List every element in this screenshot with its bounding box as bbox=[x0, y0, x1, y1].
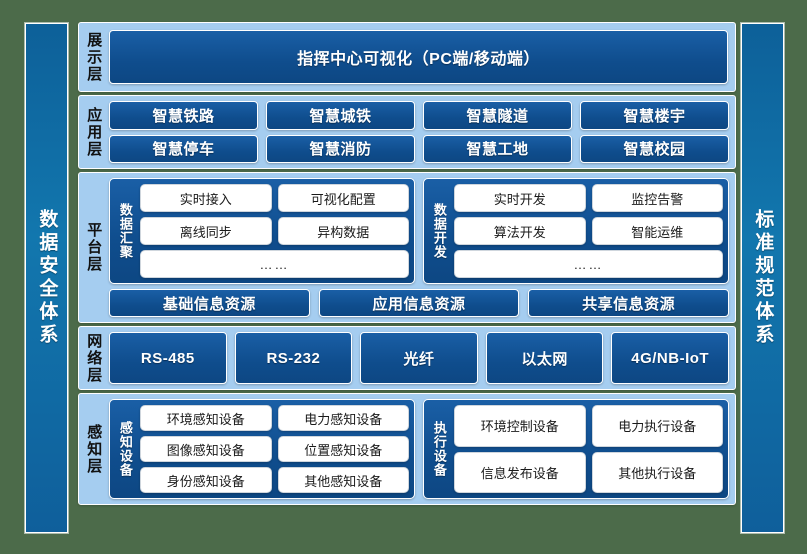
sensing-groups: 感知设备 环境感知设备 电力感知设备 图像感知设备 位置感知设备 bbox=[109, 399, 729, 499]
app-item-smart-building: 智慧楼宇 bbox=[580, 101, 729, 130]
app-item-smart-railway: 智慧铁路 bbox=[109, 101, 258, 130]
display-command-center-box: 指挥中心可视化（PC端/移动端） bbox=[109, 30, 728, 84]
layer-stack: 展示层 指挥中心可视化（PC端/移动端） 应用层 智慧铁路 智慧城铁 智慧隧道 … bbox=[78, 22, 736, 532]
network-item-rs232: RS-232 bbox=[234, 332, 353, 384]
network-item-optical-fiber: 光纤 bbox=[360, 332, 478, 384]
aggregation-row-1: 实时接入 可视化配置 bbox=[140, 184, 409, 212]
sensors-row-3: 身份感知设备 其他感知设备 bbox=[140, 467, 409, 493]
agg-item-heterogeneous-data: 异构数据 bbox=[277, 217, 409, 245]
layer-network-label: 网络层 bbox=[85, 332, 103, 384]
development-row-1: 实时开发 监控告警 bbox=[454, 184, 723, 212]
app-item-smart-tunnel: 智慧隧道 bbox=[423, 101, 572, 130]
left-pillar-label: 数据安全体系 bbox=[36, 209, 58, 347]
platform-resource-row: 基础信息资源 应用信息资源 共享信息资源 bbox=[109, 289, 730, 317]
actuator-item-information-release: 信息发布设备 bbox=[454, 451, 586, 493]
app-item-smart-firefighting: 智慧消防 bbox=[266, 134, 415, 163]
dev-item-intelligent-ops: 智能运维 bbox=[591, 217, 723, 245]
network-item-ethernet: 以太网 bbox=[485, 332, 604, 384]
sensor-item-environment: 环境感知设备 bbox=[140, 405, 272, 431]
platform-groups: 数据汇聚 实时接入 可视化配置 离线同步 异构数据 …… bbox=[109, 178, 729, 284]
actuator-item-power-execution: 电力执行设备 bbox=[591, 405, 723, 447]
left-pillar-data-security: 数据安全体系 bbox=[25, 23, 68, 533]
layer-application-label: 应用层 bbox=[85, 106, 103, 158]
right-pillar-label: 标准规范体系 bbox=[752, 209, 774, 347]
resource-item-shared-info: 共享信息资源 bbox=[528, 289, 730, 317]
sensor-item-identity: 身份感知设备 bbox=[140, 467, 272, 493]
platform-group-data-aggregation-label: 数据汇聚 bbox=[117, 203, 133, 259]
dev-item-monitoring-alarm: 监控告警 bbox=[591, 184, 723, 212]
actuators-row-2: 信息发布设备 其他执行设备 bbox=[454, 451, 723, 493]
app-item-smart-construction-site: 智慧工地 bbox=[423, 134, 572, 163]
layer-sensing-label: 感知层 bbox=[85, 423, 103, 475]
application-row-2: 智慧停车 智慧消防 智慧工地 智慧校园 bbox=[109, 134, 729, 163]
aggregation-row-2: 离线同步 异构数据 bbox=[140, 217, 409, 245]
app-item-smart-parking: 智慧停车 bbox=[109, 134, 258, 163]
resource-item-basic-info: 基础信息资源 bbox=[109, 289, 310, 317]
sensors-row-1: 环境感知设备 电力感知设备 bbox=[140, 405, 409, 431]
agg-item-offline-sync: 离线同步 bbox=[140, 217, 272, 245]
dev-item-realtime-development: 实时开发 bbox=[454, 184, 586, 212]
development-row-2: 算法开发 智能运维 bbox=[454, 217, 723, 245]
dev-item-ellipsis: …… bbox=[454, 250, 723, 278]
layer-display-label: 展示层 bbox=[85, 31, 103, 83]
sensing-group-actuators-label: 执行设备 bbox=[431, 421, 447, 477]
sensors-row-2: 图像感知设备 位置感知设备 bbox=[140, 436, 409, 462]
right-pillar-standards: 标准规范体系 bbox=[741, 23, 784, 533]
development-row-3: …… bbox=[454, 250, 723, 278]
layer-application: 应用层 智慧铁路 智慧城铁 智慧隧道 智慧楼宇 智慧停车 智慧消防 智慧工地 智… bbox=[78, 95, 736, 169]
sensor-item-position: 位置感知设备 bbox=[277, 436, 409, 462]
sensing-group-actuators: 执行设备 环境控制设备 电力执行设备 信息发布设备 其他执行设备 bbox=[423, 399, 729, 499]
agg-item-realtime-access: 实时接入 bbox=[140, 184, 272, 212]
actuator-item-other: 其他执行设备 bbox=[591, 451, 723, 493]
app-item-smart-metro: 智慧城铁 bbox=[266, 101, 415, 130]
agg-item-visual-config: 可视化配置 bbox=[277, 184, 409, 212]
actuator-item-environment-control: 环境控制设备 bbox=[454, 405, 586, 447]
sensing-group-sensors-label: 感知设备 bbox=[117, 421, 133, 477]
network-item-4g-nbiot: 4G/NB-IoT bbox=[611, 332, 729, 384]
app-item-smart-campus: 智慧校园 bbox=[580, 134, 729, 163]
network-items: RS-485 RS-232 光纤 以太网 4G/NB-IoT bbox=[109, 332, 729, 384]
layer-network: 网络层 RS-485 RS-232 光纤 以太网 4G/NB-IoT bbox=[78, 326, 736, 390]
platform-group-data-development-label: 数据开发 bbox=[431, 203, 447, 259]
layer-platform: 平台层 数据汇聚 实时接入 可视化配置 离线同步 异 bbox=[78, 172, 736, 323]
application-row-1: 智慧铁路 智慧城铁 智慧隧道 智慧楼宇 bbox=[109, 101, 729, 130]
aggregation-row-3: …… bbox=[140, 250, 409, 278]
resource-item-application-info: 应用信息资源 bbox=[318, 289, 520, 317]
dev-item-algorithm-development: 算法开发 bbox=[454, 217, 586, 245]
sensing-group-sensors: 感知设备 环境感知设备 电力感知设备 图像感知设备 位置感知设备 bbox=[109, 399, 415, 499]
layer-sensing: 感知层 感知设备 环境感知设备 电力感知设备 图像感知设备 bbox=[78, 393, 736, 505]
sensor-item-other: 其他感知设备 bbox=[277, 467, 409, 493]
layer-platform-label: 平台层 bbox=[85, 222, 103, 273]
actuators-row-1: 环境控制设备 电力执行设备 bbox=[454, 405, 723, 447]
network-item-rs485: RS-485 bbox=[109, 332, 227, 384]
sensor-item-power: 电力感知设备 bbox=[277, 405, 409, 431]
sensor-item-image: 图像感知设备 bbox=[140, 436, 272, 462]
layer-display: 展示层 指挥中心可视化（PC端/移动端） bbox=[78, 22, 736, 92]
platform-group-data-development: 数据开发 实时开发 监控告警 算法开发 智能运维 …… bbox=[423, 178, 729, 284]
platform-group-data-aggregation: 数据汇聚 实时接入 可视化配置 离线同步 异构数据 …… bbox=[109, 178, 415, 284]
agg-item-ellipsis: …… bbox=[140, 250, 409, 278]
